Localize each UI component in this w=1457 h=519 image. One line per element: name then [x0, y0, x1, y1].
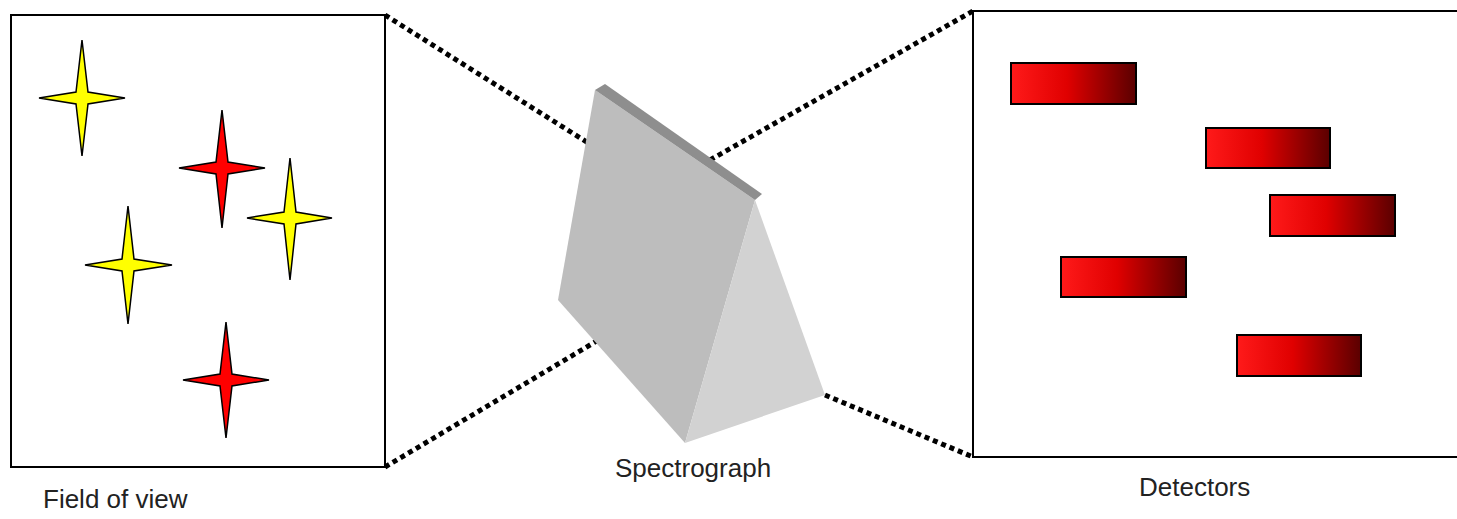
- field-of-view-box: Field of view: [10, 14, 386, 519]
- node-label: Spectrograph: [615, 453, 771, 484]
- dotted-projection-line: [710, 11, 973, 160]
- yellow-star: [85, 206, 172, 324]
- spectrum-bar: [1237, 335, 1361, 376]
- yellow-star: [247, 158, 332, 280]
- prism: [558, 84, 825, 443]
- spectrum-bar: [1011, 63, 1136, 104]
- spectrum-bar: [1061, 257, 1186, 297]
- stars: [39, 40, 332, 438]
- spectrum-bar: [1270, 195, 1395, 236]
- prism-ridge: [595, 84, 762, 200]
- yellow-star: [39, 40, 125, 156]
- node-label: Field of view: [43, 484, 188, 515]
- detector-frame: [972, 10, 1457, 458]
- red-star: [179, 110, 265, 228]
- node-label: Detectors: [1139, 472, 1250, 503]
- dotted-projection-line: [825, 395, 973, 457]
- detectors-box: Detectors: [972, 10, 1457, 515]
- detector-bars: [1011, 63, 1395, 376]
- prism-side: [685, 200, 825, 443]
- red-star: [183, 322, 269, 438]
- spectrograph-node: Spectrograph: [540, 80, 840, 505]
- field-frame: [10, 14, 386, 468]
- spectrum-bar: [1206, 128, 1330, 168]
- dotted-projection-line: [385, 320, 632, 467]
